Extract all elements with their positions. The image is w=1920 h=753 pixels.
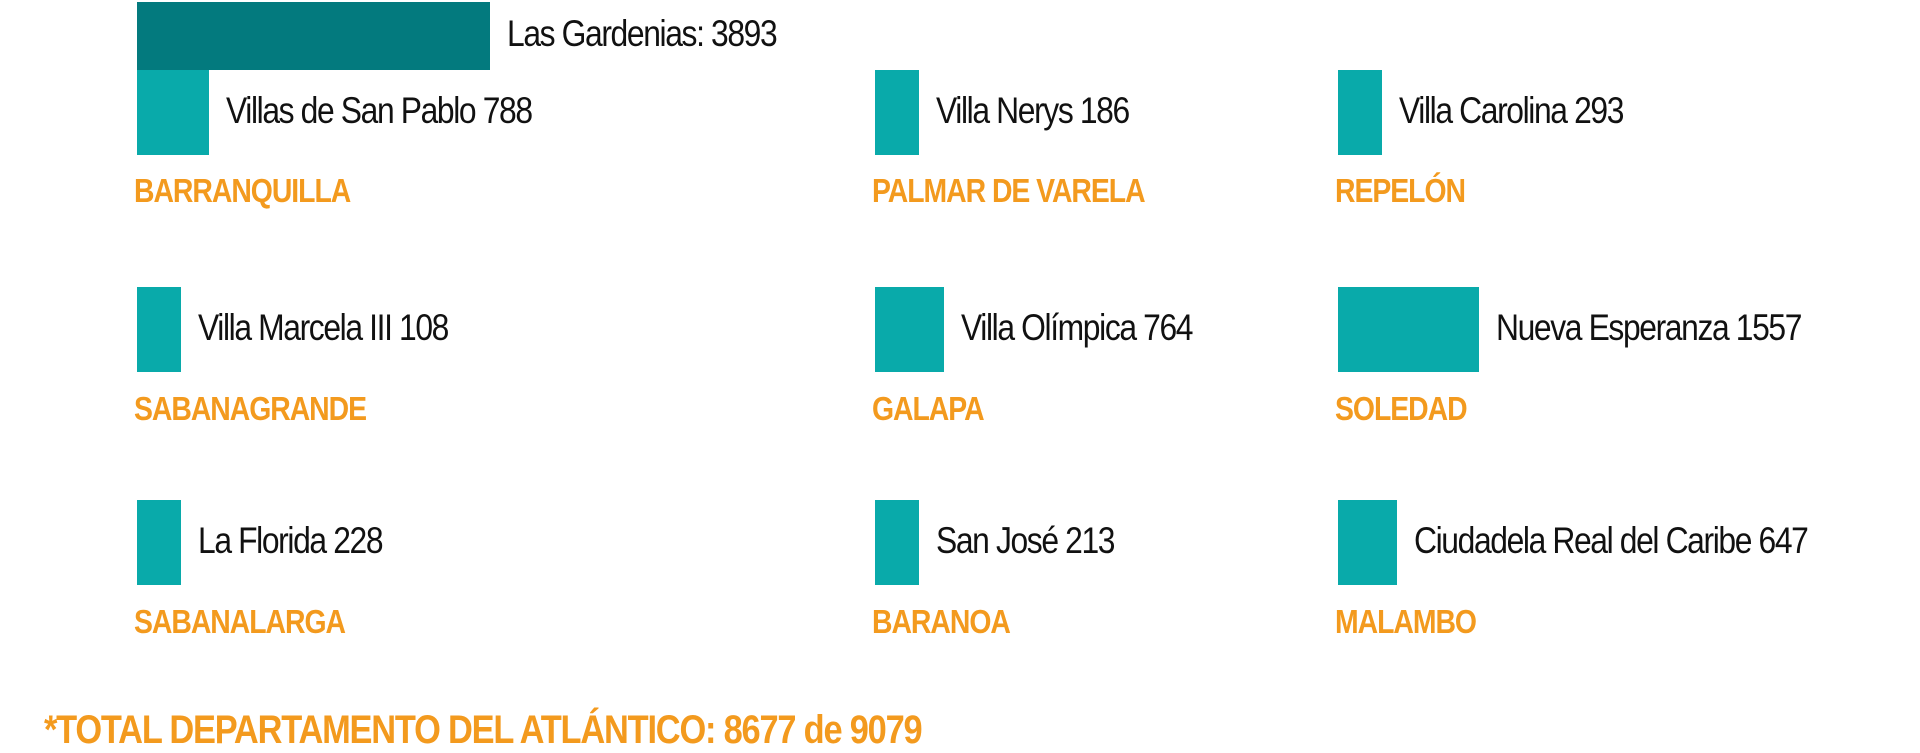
bar-san-jose bbox=[875, 500, 919, 585]
municipality-label-sabanalarga: SABANALARGA bbox=[134, 603, 346, 640]
bar-label-villa-nerys: Villa Nerys 186 bbox=[936, 89, 1130, 131]
municipality-label-malambo: MALAMBO bbox=[1335, 603, 1477, 640]
total-label: *TOTAL DEPARTAMENTO DEL ATLÁNTICO: 8677 … bbox=[44, 708, 923, 752]
bar-nueva-esperanza bbox=[1338, 287, 1480, 372]
bar-ciudadela-real-del-caribe bbox=[1338, 500, 1397, 585]
bar-label-villas-de-san-pablo: Villas de San Pablo 788 bbox=[225, 89, 533, 131]
bar-label-villa-olimpica: Villa Olímpica 764 bbox=[961, 306, 1193, 348]
municipality-label-sabanagrande: SABANAGRANDE bbox=[134, 390, 367, 427]
bar-label-villa-carolina: Villa Carolina 293 bbox=[1399, 89, 1624, 131]
municipality-label-repelon: REPELÓN bbox=[1335, 172, 1466, 209]
bar-villa-marcela-iii bbox=[137, 287, 181, 372]
bar-las-gardenias bbox=[137, 2, 491, 70]
bar-label-nueva-esperanza: Nueva Esperanza 1557 bbox=[1496, 306, 1802, 348]
municipality-label-soledad: SOLEDAD bbox=[1335, 390, 1468, 427]
bar-label-las-gardenias: Las Gardenias: 3893 bbox=[507, 13, 778, 54]
municipality-label-galapa: GALAPA bbox=[872, 390, 985, 427]
bar-villas-de-san-pablo bbox=[137, 70, 209, 155]
bar-villa-nerys bbox=[875, 70, 919, 155]
municipality-label-barranquilla: BARRANQUILLA bbox=[134, 172, 351, 209]
bar-la-florida bbox=[137, 500, 181, 585]
bar-label-la-florida: La Florida 228 bbox=[198, 519, 384, 561]
bar-label-san-jose: San José 213 bbox=[936, 519, 1115, 561]
municipality-label-palmar-de-varela: PALMAR DE VARELA bbox=[872, 172, 1146, 209]
bar-villa-carolina bbox=[1338, 70, 1382, 155]
bar-label-ciudadela-real-del-caribe: Ciudadela Real del Caribe 647 bbox=[1413, 519, 1809, 561]
bar-label-villa-marcela-iii: Villa Marcela III 108 bbox=[198, 306, 449, 348]
municipality-label-baranoa: BARANOA bbox=[872, 603, 1011, 640]
bar-villa-olimpica bbox=[875, 287, 945, 372]
